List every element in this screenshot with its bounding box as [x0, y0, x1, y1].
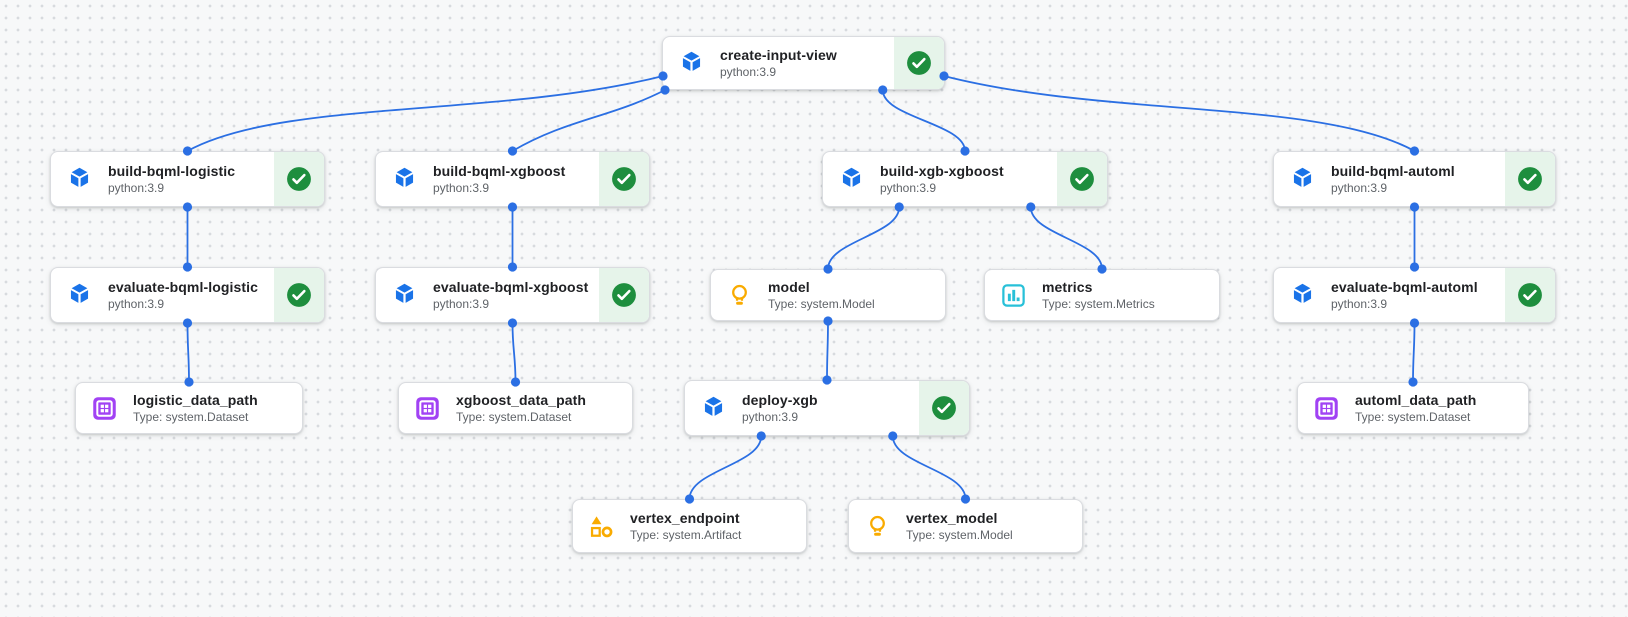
edge-deploy-xgb-to-vertex_endpoint: [688, 435, 763, 500]
edge-build-xgb-xgboost-to-model: [827, 206, 901, 270]
status-succeeded-badge: [599, 152, 649, 206]
node-title: automl_data_path: [1355, 392, 1477, 408]
edge-evaluate-bqml-xgboost-to-xgboost_data_path: [511, 322, 517, 383]
edge-deploy-xgb-to-vertex_model: [891, 435, 967, 500]
dataset-icon: [91, 395, 118, 422]
edge-create-input-view-to-build-bqml-xgboost: [512, 89, 666, 152]
edge-model-to-deploy-xgb: [826, 320, 829, 381]
check-circle-icon: [906, 50, 932, 76]
status-succeeded-badge: [894, 37, 944, 89]
status-succeeded-badge: [1505, 268, 1555, 322]
node-subtitle: python:3.9: [433, 297, 490, 311]
node-title: model: [768, 279, 810, 295]
node-title: vertex_model: [906, 510, 998, 526]
node-subtitle: python:3.9: [742, 410, 799, 424]
component-cube-icon: [838, 166, 865, 193]
node-subtitle: python:3.9: [720, 65, 777, 79]
component-cube-icon: [700, 395, 727, 422]
check-circle-icon: [1517, 282, 1543, 308]
dataset-icon: [1313, 395, 1340, 422]
node-subtitle: Type: system.Metrics: [1042, 297, 1155, 311]
node-title: evaluate-bqml-logistic: [108, 279, 259, 295]
component-cube-icon: [391, 166, 418, 193]
node-title: build-bqml-automl: [1331, 163, 1455, 179]
node-title: build-xgb-xgboost: [880, 163, 1004, 179]
node-title: metrics: [1042, 279, 1093, 295]
component-cube-icon: [1289, 166, 1316, 193]
task-node-evaluate-bqml-logistic[interactable]: evaluate-bqml-logistic python:3.9: [50, 267, 325, 323]
status-succeeded-badge: [1057, 152, 1107, 206]
component-cube-icon: [66, 282, 93, 309]
edge-evaluate-bqml-automl-to-automl_data_path: [1412, 322, 1416, 383]
node-subtitle: Type: system.Dataset: [1355, 410, 1471, 424]
node-subtitle: python:3.9: [108, 181, 165, 195]
edge-create-input-view-to-build-bqml-automl: [943, 75, 1415, 152]
dataset-icon: [414, 395, 441, 422]
node-subtitle: Type: system.Artifact: [630, 528, 742, 542]
node-title: evaluate-bqml-xgboost: [433, 279, 589, 295]
node-subtitle: Type: system.Dataset: [456, 410, 572, 424]
task-node-build-bqml-automl[interactable]: build-bqml-automl python:3.9: [1273, 151, 1556, 207]
check-circle-icon: [1517, 166, 1543, 192]
task-node-deploy-xgb[interactable]: deploy-xgb python:3.9: [684, 380, 970, 436]
node-subtitle: python:3.9: [433, 181, 490, 195]
edge-create-input-view-to-build-bqml-logistic: [187, 75, 664, 152]
edge-create-input-view-to-build-xgb-xgboost: [881, 89, 966, 152]
component-cube-icon: [391, 282, 418, 309]
node-title: deploy-xgb: [742, 392, 818, 408]
task-node-evaluate-bqml-xgboost[interactable]: evaluate-bqml-xgboost python:3.9: [375, 267, 650, 323]
task-node-evaluate-bqml-automl[interactable]: evaluate-bqml-automl python:3.9: [1273, 267, 1556, 323]
status-succeeded-badge: [274, 152, 324, 206]
status-succeeded-badge: [919, 381, 969, 435]
artifact-shapes-icon: [588, 513, 615, 540]
check-circle-icon: [1069, 166, 1095, 192]
node-title: logistic_data_path: [133, 392, 258, 408]
node-subtitle: python:3.9: [880, 181, 937, 195]
node-title: build-bqml-xgboost: [433, 163, 566, 179]
lightbulb-model-icon: [864, 513, 891, 540]
node-subtitle: Type: system.Model: [768, 297, 875, 311]
edge-build-xgb-xgboost-to-metrics: [1029, 206, 1103, 270]
check-circle-icon: [286, 282, 312, 308]
status-succeeded-badge: [1505, 152, 1555, 206]
status-succeeded-badge: [274, 268, 324, 322]
component-cube-icon: [678, 50, 705, 77]
status-succeeded-badge: [599, 268, 649, 322]
task-node-build-bqml-logistic[interactable]: build-bqml-logistic python:3.9: [50, 151, 325, 207]
node-title: xgboost_data_path: [456, 392, 587, 408]
node-title: create-input-view: [720, 47, 837, 63]
component-cube-icon: [1289, 282, 1316, 309]
node-title: evaluate-bqml-automl: [1331, 279, 1478, 295]
metrics-chart-icon: [1000, 282, 1027, 309]
node-subtitle: Type: system.Dataset: [133, 410, 249, 424]
edge-evaluate-bqml-logistic-to-logistic_data_path: [186, 322, 190, 383]
node-subtitle: python:3.9: [1331, 181, 1388, 195]
check-circle-icon: [286, 166, 312, 192]
check-circle-icon: [611, 282, 637, 308]
lightbulb-model-icon: [726, 282, 753, 309]
check-circle-icon: [611, 166, 637, 192]
node-title: vertex_endpoint: [630, 510, 740, 526]
node-subtitle: Type: system.Model: [906, 528, 1013, 542]
node-subtitle: python:3.9: [108, 297, 165, 311]
task-node-create-input-view[interactable]: create-input-view python:3.9: [662, 36, 945, 90]
check-circle-icon: [931, 395, 957, 421]
component-cube-icon: [66, 166, 93, 193]
node-title: build-bqml-logistic: [108, 163, 236, 179]
node-subtitle: python:3.9: [1331, 297, 1388, 311]
task-node-build-xgb-xgboost[interactable]: build-xgb-xgboost python:3.9: [822, 151, 1108, 207]
task-node-build-bqml-xgboost[interactable]: build-bqml-xgboost python:3.9: [375, 151, 650, 207]
